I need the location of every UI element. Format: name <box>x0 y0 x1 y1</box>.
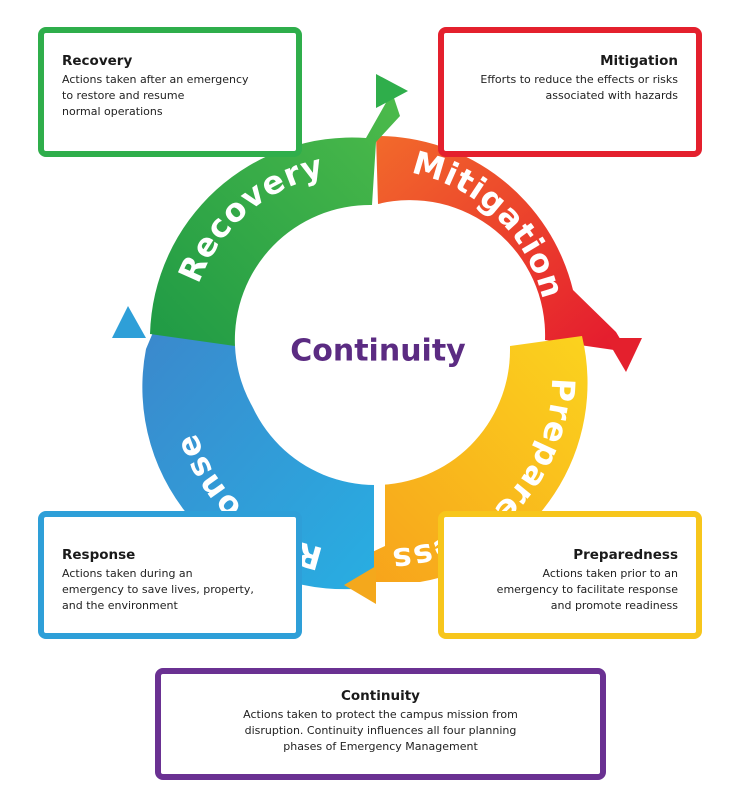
continuity-box-line: disruption. Continuity influences all fo… <box>244 724 517 737</box>
center-circle <box>240 215 510 485</box>
preparedness-box-line: and promote readiness <box>550 599 678 612</box>
recovery-box-title: Recovery <box>62 53 133 69</box>
recovery-box-line: to restore and resume <box>62 89 185 102</box>
response-box-line: and the environment <box>62 599 178 612</box>
response-box-line: emergency to save lives, property, <box>62 583 254 596</box>
mitigation-arrowhead-icon <box>606 338 642 372</box>
recovery-box: Recovery Actions taken after an emergenc… <box>38 27 302 157</box>
center-title: Continuity <box>290 334 466 369</box>
preparedness-box-title: Preparedness <box>573 547 678 563</box>
recovery-box-line: Actions taken after an emergency <box>62 73 249 86</box>
preparedness-box: Preparedness Actions taken prior to an e… <box>438 511 702 639</box>
preparedness-box-line: emergency to facilitate response <box>496 583 678 596</box>
mitigation-box-line: Efforts to reduce the effects or risks <box>480 73 678 86</box>
continuity-box-line: Actions taken to protect the campus miss… <box>243 708 518 721</box>
mitigation-segment <box>376 135 628 352</box>
continuity-box: Continuity Actions taken to protect the … <box>155 668 606 780</box>
preparedness-box-line: Actions taken prior to an <box>542 567 678 580</box>
recovery-arrowhead-icon <box>376 74 408 108</box>
response-box-title: Response <box>62 547 136 563</box>
mitigation-box-line: associated with hazards <box>545 89 678 102</box>
mitigation-box-title: Mitigation <box>600 53 678 69</box>
recovery-box-line: normal operations <box>62 105 163 118</box>
mitigation-box: Mitigation Efforts to reduce the effects… <box>438 27 702 157</box>
response-arrowhead-icon <box>112 306 146 338</box>
response-box-line: Actions taken during an <box>62 567 193 580</box>
continuity-box-title: Continuity <box>341 688 420 704</box>
recovery-segment <box>150 92 400 346</box>
response-box: Response Actions taken during an emergen… <box>38 511 302 639</box>
preparedness-arrowhead-icon <box>344 566 376 604</box>
continuity-box-line: phases of Emergency Management <box>283 740 478 753</box>
